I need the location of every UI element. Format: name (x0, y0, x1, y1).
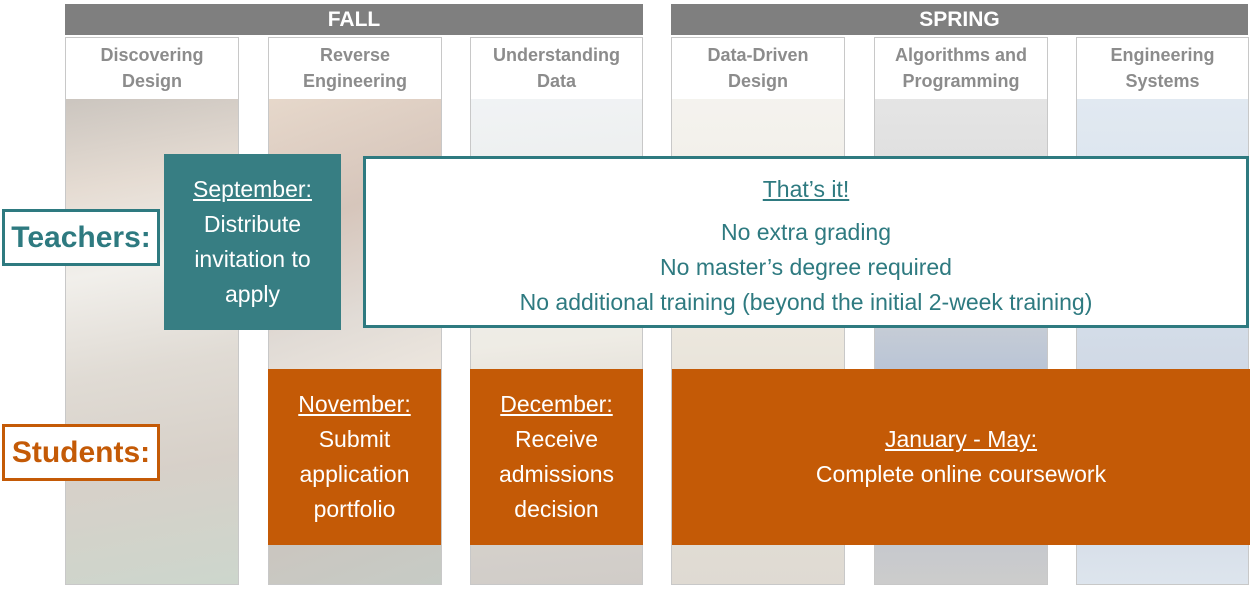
course-title-line: Programming (902, 71, 1020, 91)
course-title-line: Data-Driven (707, 45, 809, 65)
course-title-line: Systems (1125, 71, 1200, 91)
season-fall: FALL (65, 4, 643, 35)
step-text-line: Complete online coursework (815, 461, 1107, 487)
step-text-line: decision (514, 496, 599, 522)
info-line: No master’s degree required (660, 254, 952, 280)
step-date: December: (500, 391, 613, 417)
step-date: November: (298, 391, 411, 417)
course-title-line: Data (536, 71, 576, 91)
course-title: Data-Driven Design (672, 38, 844, 99)
course-title: Engineering Systems (1077, 38, 1248, 99)
info-line: No additional training (beyond the initi… (519, 289, 1093, 315)
step-text-line: Receive (514, 426, 599, 452)
step-date: January - May: (884, 426, 1038, 452)
info-line: No extra grading (720, 219, 892, 245)
course-title: Algorithms and Programming (875, 38, 1047, 99)
students-label: Students: (2, 424, 160, 481)
teacher-info-box: That’s it! No extra grading No master’s … (363, 156, 1249, 328)
course-title-line: Design (727, 71, 788, 91)
step-text-line: admissions (498, 461, 615, 487)
course-title-line: Discovering (100, 45, 204, 65)
step-text-line: portfolio (313, 496, 396, 522)
course-title: Discovering Design (66, 38, 238, 99)
teacher-step-september: September: Distribute invitation to appl… (164, 154, 341, 330)
course-title-line: Engineering (1110, 45, 1215, 65)
info-heading: That’s it! (762, 176, 850, 202)
course-title-line: Understanding (492, 45, 620, 65)
student-step-january-may: January - May: Complete online coursewor… (672, 369, 1250, 545)
course-title-line: Algorithms and (894, 45, 1027, 65)
course-title-line: Design (121, 71, 182, 91)
step-text-line: Submit (318, 426, 391, 452)
season-spring: SPRING (671, 4, 1248, 35)
course-title-line: Reverse (319, 45, 391, 65)
step-date: September: (193, 176, 312, 202)
student-step-december: December: Receive admissions decision (470, 369, 643, 545)
teachers-label: Teachers: (2, 209, 160, 266)
step-text-line: Distribute (203, 211, 302, 237)
step-text-line: apply (225, 281, 280, 307)
course-title-line: Engineering (302, 71, 407, 91)
course-title: Understanding Data (471, 38, 642, 99)
student-step-november: November: Submit application portfolio (268, 369, 441, 545)
step-text-line: application (299, 461, 410, 487)
course-title: Reverse Engineering (269, 38, 441, 99)
step-text-line: invitation to (194, 246, 311, 272)
